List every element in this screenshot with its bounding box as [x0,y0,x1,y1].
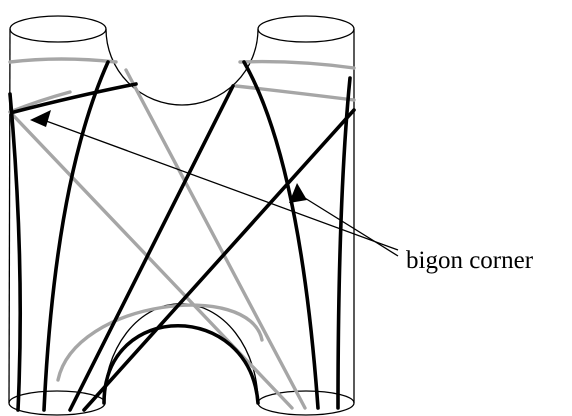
gray-arc-top-left [8,57,118,64]
bottom-saddle-curve [103,303,259,404]
gray-arc-right-lower [234,84,356,102]
pointer-line-to-left-corner [37,117,399,251]
gray-diagonal-left [8,110,294,410]
black-curve-top-left-arc [12,82,138,114]
black-curve-left-inner [42,60,110,412]
black-curve-right-inner [242,60,320,410]
top-right-boundary-circle [257,15,355,43]
black-curve-diagonal-center [68,84,235,412]
bigon-corner-label: bigon corner [406,247,534,274]
arrowheads [30,110,307,203]
arrowhead-right-bigon [289,183,307,203]
gray-diagonal-center [124,68,307,410]
top-saddle-curve [105,28,259,106]
black-curve-diagonal-right [82,108,356,412]
gray-arc-bottom-outer [56,303,264,382]
left-side-wall [8,28,11,404]
annotation-pointers [37,117,399,257]
black-curve-left-wall [8,92,23,412]
pointer-line-to-right-corner [299,194,399,257]
gray-arc-top-right [238,59,356,70]
black-curves [8,60,356,412]
black-curve-bottom-arch [102,324,260,405]
top-left-boundary-circle [9,15,107,43]
black-curve-right-wall [336,76,352,410]
